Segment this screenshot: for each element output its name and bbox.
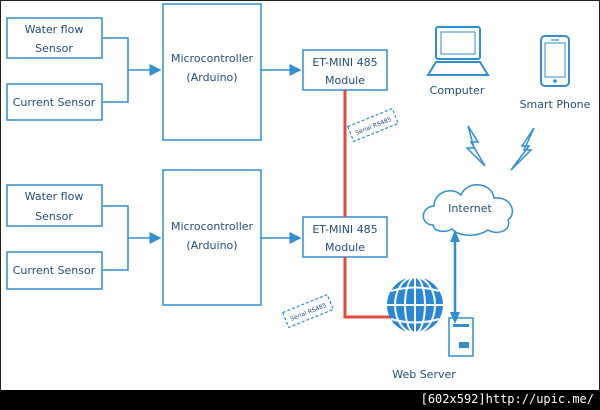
rs485-module-label-1a: ET-MINI 485 <box>312 56 377 69</box>
lightning-icon <box>465 125 486 167</box>
mcu-label-1b: (Arduino) <box>186 71 237 84</box>
globe-icon <box>387 276 443 334</box>
water-flow-sensor-label-2b: Sensor <box>35 210 73 223</box>
mcu-box-1 <box>162 3 262 141</box>
current-sensor-label-2: Current Sensor <box>13 264 96 277</box>
water-flow-sensor-label-2a: Water flow <box>25 190 84 203</box>
smartphone-icon <box>540 35 570 87</box>
rs485-bus-line <box>343 90 393 319</box>
serial-tag-lower: Serial RS485 <box>281 293 335 329</box>
server-icon <box>448 317 474 357</box>
water-flow-sensor-label-1a: Water flow <box>25 23 84 36</box>
rs485-module-label-2a: ET-MINI 485 <box>312 223 377 236</box>
smartphone-label: Smart Phone <box>520 98 591 111</box>
mcu-label-1a: Microcontroller <box>171 52 254 65</box>
lightning-icon <box>510 127 535 171</box>
mcu-box-2 <box>162 169 262 306</box>
computer-label: Computer <box>430 84 485 97</box>
internet-label: Internet <box>448 202 492 215</box>
rs485-module-label-2b: Module <box>325 241 365 254</box>
current-sensor-label-1: Current Sensor <box>13 96 96 109</box>
water-flow-sensor-label-1b: Sensor <box>35 42 73 55</box>
web-server-label: Web Server <box>392 368 456 381</box>
rs485-module-label-1b: Module <box>325 74 365 87</box>
cloud-icon <box>422 184 514 236</box>
computer-icon <box>426 26 490 76</box>
mcu-label-2a: Microcontroller <box>171 220 254 233</box>
footer-caption[interactable]: [602x592]http://upic.me/ <box>420 392 594 406</box>
internet-server-link <box>450 230 460 324</box>
footer-bar: [602x592]http://upic.me/ <box>0 390 600 410</box>
serial-tag-upper: Serial RS485 <box>346 107 400 143</box>
sensor-to-mcu-connector-2 <box>102 205 160 271</box>
mcu-label-2b: (Arduino) <box>186 239 237 252</box>
sensor-to-mcu-connector-1 <box>102 37 160 103</box>
